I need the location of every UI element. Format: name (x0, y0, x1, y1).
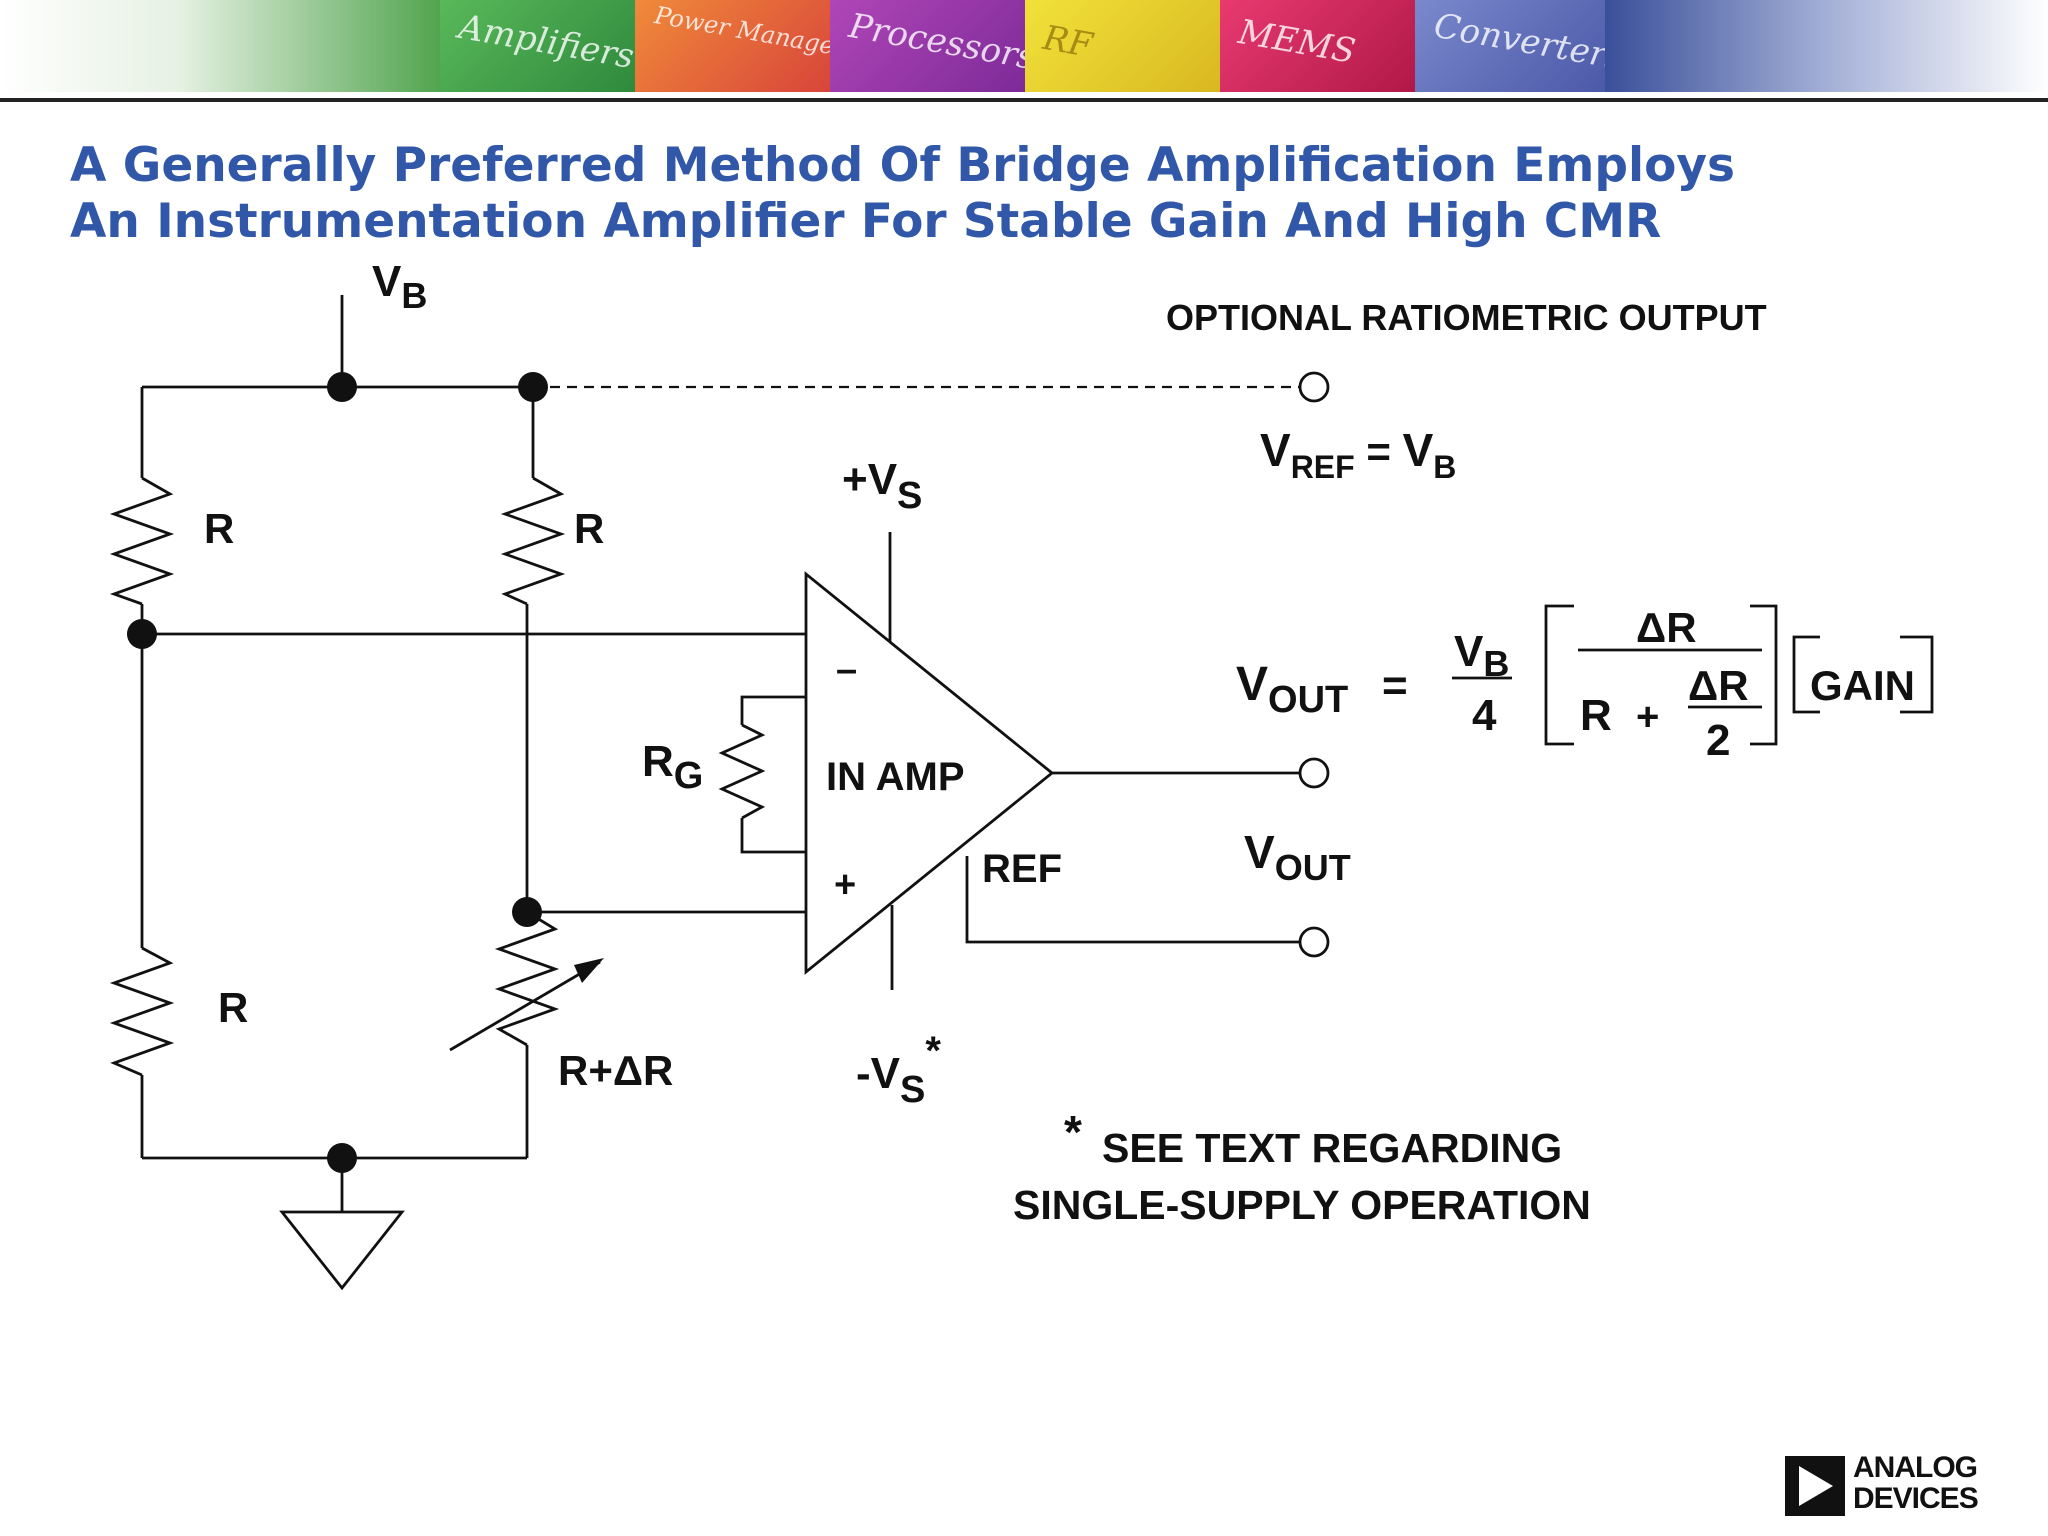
title-line-2: An Instrumentation Amplifier For Stable … (70, 194, 1662, 249)
resistor-top-right (500, 476, 566, 606)
denominator-r: R (1580, 691, 1612, 740)
inner-numerator: ΔR (1688, 662, 1749, 709)
banner-panel-processors: Processors (830, 0, 1025, 92)
resistor-label-bottom-right: R+ΔR (558, 1047, 673, 1094)
junction-dot (518, 372, 548, 402)
coef-numerator: VB (1454, 627, 1509, 684)
banner-panel-rf: RF (1025, 0, 1220, 92)
gain-resistor-wire (740, 818, 806, 854)
slide-title: A Generally Preferred Method Of Bridge A… (70, 138, 1970, 250)
gain-resistor (718, 723, 766, 820)
junction-dot (512, 897, 542, 927)
in-amp-triangle (804, 571, 1055, 975)
logo-line-1: ANALOG (1853, 1451, 1978, 1484)
junction-dot (127, 619, 157, 649)
logo-wordmark: ANALOG DEVICES (1853, 1451, 1979, 1515)
footnote-star: * (1064, 1106, 1082, 1158)
banner-panel-converters: Converters (1415, 0, 1610, 92)
resistor-label-top-left: R (204, 505, 234, 552)
fraction-numerator: ΔR (1636, 604, 1697, 651)
amp-minus-label: – (836, 649, 857, 691)
banner-gradient-right (1605, 0, 2048, 92)
resistor-bottom-left (109, 946, 175, 1077)
ref-wire (965, 856, 1300, 944)
variable-arrow-head (574, 958, 604, 983)
ground-symbol (279, 1210, 405, 1291)
variable-arrow-shaft (449, 960, 601, 1052)
resistor-label-top-right: R (574, 505, 604, 552)
footnote-line-1: SEE TEXT REGARDING (1102, 1125, 1562, 1171)
top-banner: Amplifiers Power Management Processors R… (0, 0, 2048, 100)
gain-bracket-left (1792, 635, 1820, 714)
denominator-plus: + (1636, 695, 1659, 739)
banner-panel-amplifiers: Amplifiers (440, 0, 635, 92)
resistor-top-left (109, 476, 175, 606)
bracket-right (1750, 604, 1778, 746)
bracket-left (1544, 604, 1574, 746)
ref-label: REF (982, 847, 1062, 891)
banner-panel-mems: MEMS (1220, 0, 1415, 92)
banner-divider (0, 98, 2048, 102)
title-line-1: A Generally Preferred Method Of Bridge A… (70, 138, 1736, 193)
terminal-ratiometric (1298, 371, 1330, 403)
neg-supply-label: -VS* (856, 1029, 941, 1111)
footnote-line-2: SINGLE-SUPPLY OPERATION (1013, 1182, 1591, 1228)
vref-label: VREF = VB (1260, 424, 1456, 485)
banner-gradient-left (0, 0, 445, 92)
junction-dot (327, 1143, 357, 1173)
vb-label: VB (372, 257, 427, 316)
banner-panel-power: Power Management (635, 0, 830, 92)
resistor-bottom-right-variable (494, 910, 560, 1047)
vout-output-label: VOUT (1244, 826, 1351, 888)
ratiometric-label: OPTIONAL RATIOMETRIC OUTPUT (1166, 297, 1767, 338)
inner-denominator: 2 (1706, 716, 1730, 765)
gain-bracket-right (1900, 635, 1934, 714)
equation-lhs: VOUT (1236, 658, 1348, 721)
gain-term: GAIN (1810, 662, 1915, 709)
terminal-ref (1298, 926, 1330, 958)
analog-devices-logo: ANALOG DEVICES (1785, 1450, 1995, 1520)
junction-dot (327, 372, 357, 402)
resistor-label-bottom-left: R (218, 984, 248, 1031)
coef-denominator: 4 (1472, 691, 1497, 740)
amp-plus-label: + (834, 864, 856, 906)
in-amp-label: IN AMP (826, 755, 965, 799)
equation-equals: = (1382, 661, 1408, 710)
terminal-vout (1298, 757, 1330, 789)
gain-resistor-wire (740, 695, 806, 725)
rg-label: RG (642, 737, 703, 797)
logo-line-2: DEVICES (1853, 1482, 1979, 1515)
pos-supply-label: +VS (842, 455, 922, 517)
logo-triangle-icon (1785, 1456, 1845, 1516)
